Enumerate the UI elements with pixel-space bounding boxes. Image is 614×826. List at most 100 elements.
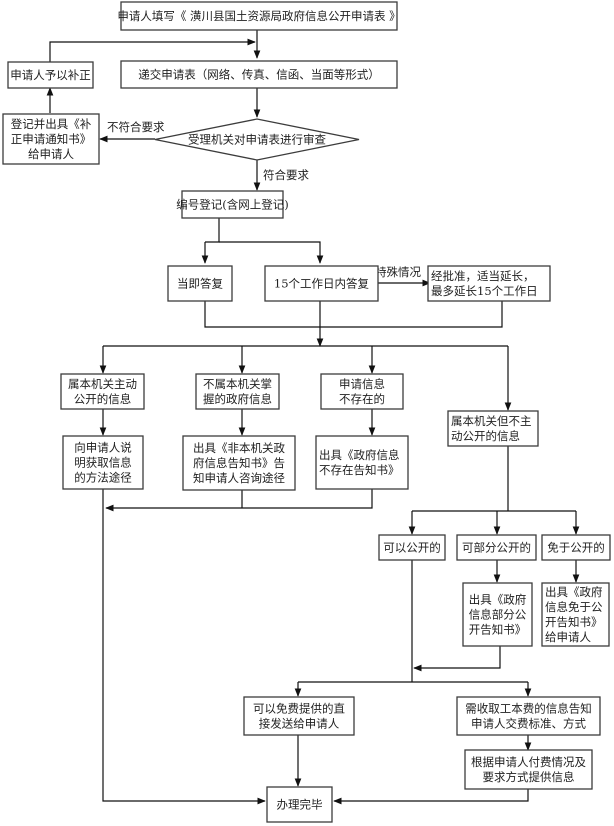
edge-merge-replies xyxy=(204,301,503,328)
node-text-line: 出具《政府 xyxy=(545,585,603,599)
node-number-register: 编号登记(含网上登记) xyxy=(176,190,289,219)
edge-pay-to-done xyxy=(333,789,529,805)
node-text-line: 向申请人说 xyxy=(74,441,132,455)
node-text-line: 公开的信息 xyxy=(74,392,132,406)
node-text-line: 接发送给申请人 xyxy=(259,717,340,731)
connectors xyxy=(46,30,580,805)
node-shape xyxy=(315,435,409,490)
node-text-line: 不属本机关掌 xyxy=(203,377,272,391)
node-can-public: 可以公开的 xyxy=(378,534,446,561)
node-shape xyxy=(541,534,611,561)
node-text-line: 可以公开的 xyxy=(383,541,441,555)
node-text-line: 给申请人 xyxy=(28,147,74,161)
edge-notices-merge-left xyxy=(105,489,373,512)
node-immediate: 当即答复 xyxy=(167,265,233,302)
node-text-line: 申请信息 xyxy=(339,377,385,391)
node-shape xyxy=(154,118,360,161)
node-text-line: 明获取信息 xyxy=(74,456,132,470)
node-text-line: 属本机关主动 xyxy=(68,377,137,391)
label-special: 特殊情况 xyxy=(375,265,421,279)
node-text-line: 属本机关但不主 xyxy=(451,414,532,428)
edge-partial-notice-merge xyxy=(413,646,501,672)
node-text-line: 给申请人 xyxy=(545,630,591,644)
node-text-line: 根据申请人付费情况及 xyxy=(471,755,586,769)
node-text-line: 正申请通知书》 xyxy=(11,132,92,146)
node-done: 办理完毕 xyxy=(266,786,333,823)
node-shape xyxy=(182,435,296,491)
node-extend: 经批准，适当延长，最多延长15个工作日 xyxy=(427,265,551,302)
node-shape xyxy=(456,696,601,736)
label-not-meet: 不符合要求 xyxy=(107,120,165,134)
node-text-line: 15个工作日内答复 xyxy=(274,277,370,291)
node-shape xyxy=(195,373,280,410)
node-shape xyxy=(447,410,539,447)
node-shape xyxy=(7,61,94,89)
edge-left-trunk-to-done xyxy=(102,489,266,805)
node-partial-public: 可部分公开的 xyxy=(456,534,537,561)
node-text-line: 递交申请表（网络、传真、信函、当面等形式） xyxy=(138,68,380,82)
node-shape xyxy=(120,1,398,31)
node-shape xyxy=(378,534,446,561)
node-shape xyxy=(264,265,379,302)
node-text-line: 不存在的 xyxy=(339,392,385,406)
node-text-line: 需收取工本费的信息告知 xyxy=(465,702,592,716)
node-text-line: 信息免于公 xyxy=(545,600,603,614)
node-text-line: 当即答复 xyxy=(177,277,223,291)
node-text-line: 申请人交费标准、方式 xyxy=(471,717,586,731)
node-shape xyxy=(167,265,233,302)
node-review: 受理机关对申请表进行审查 xyxy=(154,118,360,161)
node-text-line: 握的政府信息 xyxy=(203,392,272,406)
node-shape xyxy=(181,190,284,219)
node-text-line: 申请人填写《 潢川县国土资源局政府信息公开申请表 》 xyxy=(117,9,400,23)
node-shape xyxy=(62,435,144,490)
node-text-line: 编号登记(含网上登记) xyxy=(176,198,288,212)
edge-register-split xyxy=(205,218,220,243)
label-meet: 符合要求 xyxy=(263,168,309,182)
node-exempt-public: 免于公开的 xyxy=(541,534,611,561)
node-text-line: 登记并出具《补 xyxy=(11,117,92,131)
node-text-line: 出具《非本机关政 xyxy=(193,441,285,455)
node-shape xyxy=(541,582,610,647)
node-shape xyxy=(266,786,333,823)
node-within15: 15个工作日内答复 xyxy=(264,265,379,302)
node-text-line: 开告知书》 xyxy=(545,615,603,629)
node-text-line: 出具《政府信息 xyxy=(319,448,400,462)
node-shape xyxy=(456,534,537,561)
node-shape xyxy=(60,373,145,410)
node-text-line: 动公开的信息 xyxy=(451,429,520,443)
node-text-line: 申请人予以补正 xyxy=(10,68,91,82)
node-text-line: 可以免费提供的直 xyxy=(253,702,345,716)
node-text-line: 经批准，适当延长， xyxy=(431,269,535,283)
node-text-line: 信息部分公 xyxy=(469,608,527,622)
node-shape xyxy=(120,60,398,89)
node-text-line: 免于公开的 xyxy=(547,541,605,555)
node-submit: 递交申请表（网络、传真、信函、当面等形式） xyxy=(120,60,398,89)
node-correct: 申请人予以补正 xyxy=(7,61,94,89)
node-shape xyxy=(427,265,551,302)
node-text-line: 开告知书》 xyxy=(469,623,527,637)
node-shape xyxy=(2,113,100,165)
node-shape xyxy=(243,696,355,736)
edge-split-within15 xyxy=(219,241,324,264)
node-text-line: 要求方式提供信息 xyxy=(483,770,575,784)
node-fill-form: 申请人填写《 潢川县国土资源局政府信息公开申请表 》 xyxy=(117,1,401,31)
node-text-line: 办理完毕 xyxy=(277,798,323,812)
node-text-line: 受理机关对申请表进行审查 xyxy=(188,133,326,147)
node-text-line: 府信息告知书》告 xyxy=(193,456,285,470)
node-text-line: 可部分公开的 xyxy=(462,541,531,555)
node-text-line: 不存在告知书》 xyxy=(319,463,400,477)
node-shape xyxy=(464,749,593,790)
